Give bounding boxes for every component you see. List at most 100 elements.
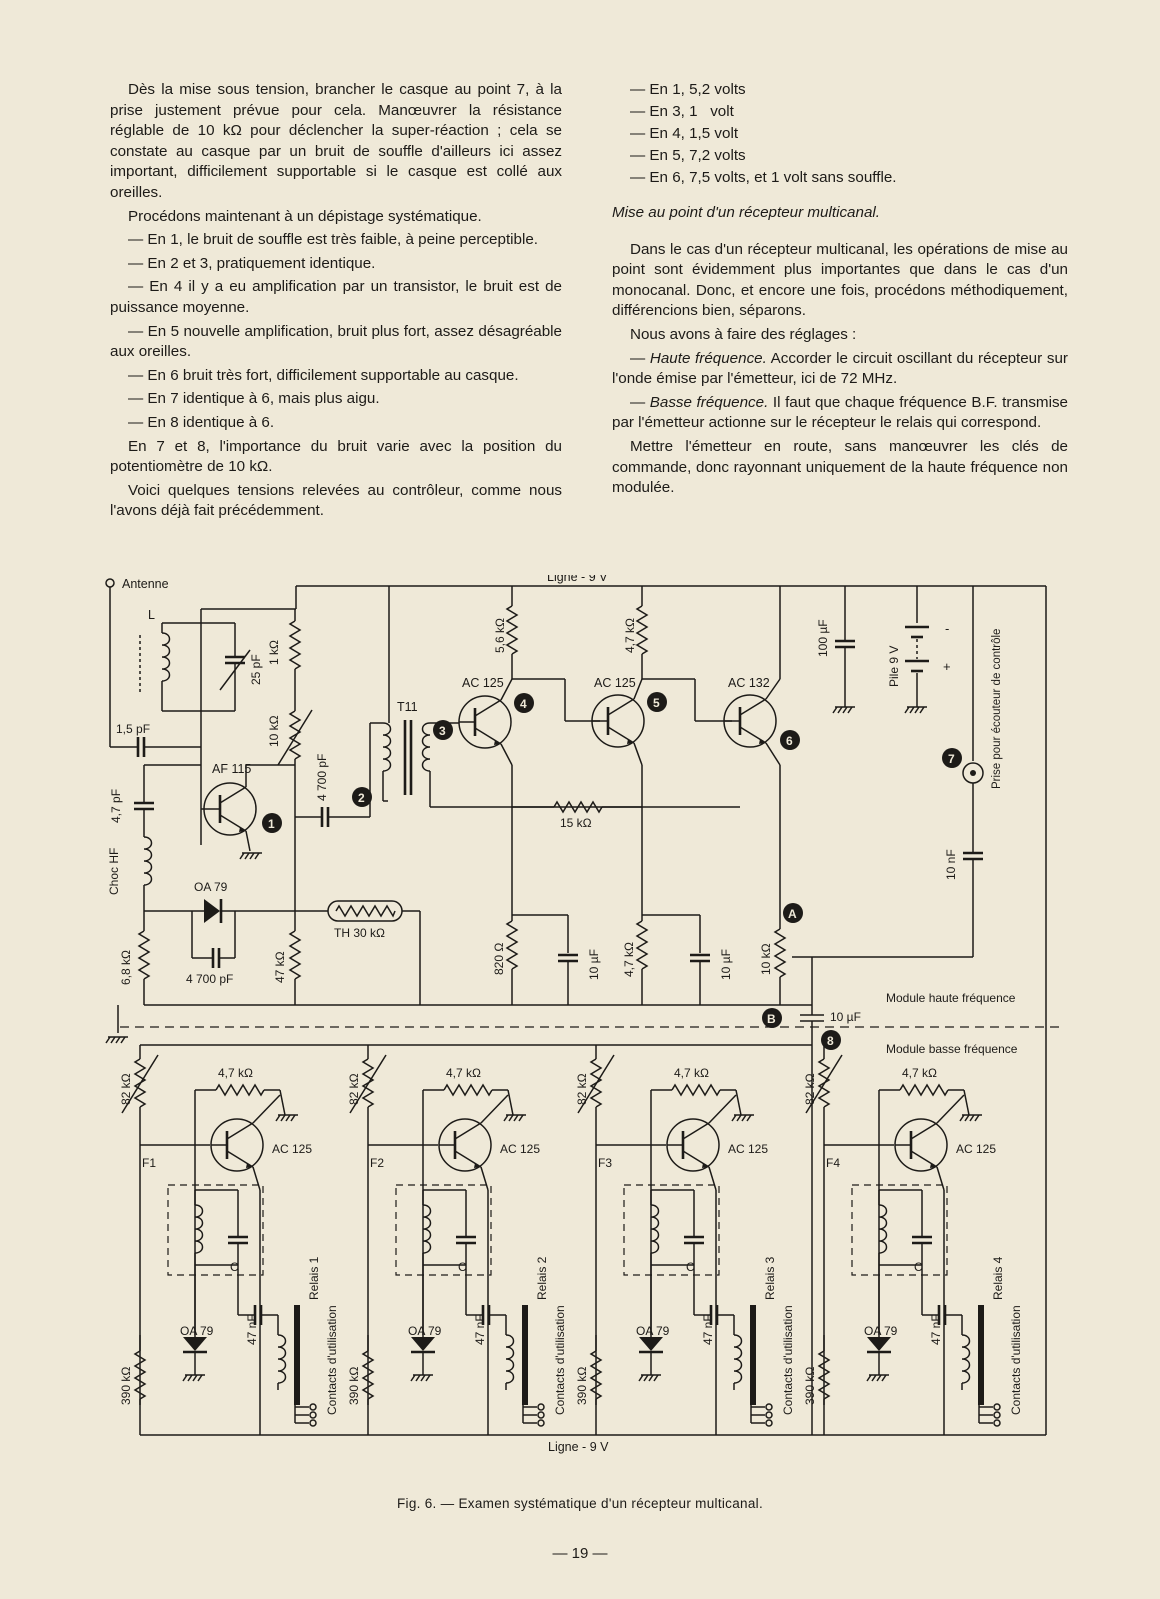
- svg-text:4 700 pF: 4 700 pF: [315, 754, 329, 801]
- relay-label: Relais 1: [307, 1256, 321, 1300]
- diode-label: OA 79: [180, 1324, 214, 1338]
- test-point-b: [762, 1008, 782, 1028]
- svg-text:7: 7: [948, 752, 955, 766]
- svg-text:Module basse fréquence: Module basse fréquence: [886, 1042, 1018, 1056]
- figure-caption: Fig. 6. — Examen systématique d'un récep…: [396, 1496, 764, 1511]
- cap47-label: 47 nF: [701, 1314, 715, 1345]
- test-point-5: [647, 692, 667, 712]
- test-point-2: [352, 787, 372, 807]
- cap47-label: 47 nF: [245, 1314, 259, 1345]
- test-point-1: [262, 813, 282, 833]
- svg-text:AC 125: AC 125: [462, 676, 504, 690]
- svg-text:10 µF: 10 µF: [719, 949, 733, 980]
- antenna-label: Antenne: [122, 577, 169, 591]
- svg-text:4,7 pF: 4,7 pF: [109, 789, 123, 823]
- antenna-icon: [105, 578, 115, 588]
- transistor-label: AC 125: [272, 1142, 312, 1156]
- test-point-a: [783, 903, 803, 923]
- res-label: 4,7 kΩ: [446, 1066, 481, 1080]
- transistor-ac125: [437, 1117, 493, 1173]
- svg-text:TH 30 kΩ: TH 30 kΩ: [334, 926, 385, 940]
- relay-label: Relais 2: [535, 1256, 549, 1300]
- svg-text:A: A: [788, 907, 797, 921]
- res-label: 4,7 kΩ: [218, 1066, 253, 1080]
- relay-label: Relais 4: [991, 1256, 1005, 1300]
- contacts-label: Contacts d'utilisation: [553, 1305, 567, 1415]
- svg-text:47 kΩ: 47 kΩ: [273, 951, 287, 983]
- svg-text:4,7 kΩ: 4,7 kΩ: [622, 942, 636, 977]
- paragraph: Procédons maintenant à un dépistage syst…: [128, 207, 482, 225]
- svg-text:3: 3: [439, 724, 446, 738]
- res390-label: 390 kΩ: [575, 1367, 589, 1405]
- page-number: — 19 —: [552, 1545, 608, 1562]
- paragraph: Nous avons à faire des réglages :: [630, 325, 857, 343]
- paragraph: — Basse fréquence. Il faut que chaque fr…: [612, 393, 1068, 432]
- relay-label: Relais 3: [763, 1256, 777, 1300]
- res390-label: 390 kΩ: [347, 1367, 361, 1405]
- svg-text:4: 4: [520, 697, 527, 711]
- test-point-8: [821, 1030, 841, 1050]
- contacts-label: Contacts d'utilisation: [781, 1305, 795, 1415]
- svg-text:+: +: [943, 659, 951, 674]
- paragraph: — En 5 nouvelle amplification, bruit plu…: [110, 322, 562, 361]
- svg-text:OA 79: OA 79: [194, 880, 228, 894]
- paragraph: — En 7 identique à 6, mais plus aigu.: [128, 390, 380, 408]
- channel-freq-label: F1: [142, 1156, 156, 1170]
- res-label: 4,7 kΩ: [674, 1066, 709, 1080]
- svg-text:AC 132: AC 132: [728, 676, 770, 690]
- test-point-4: [514, 693, 534, 713]
- transistor-af115: [202, 781, 258, 837]
- pot-label: 82 kΩ: [575, 1073, 589, 1105]
- paragraph: — En 2 et 3, pratiquement identique.: [128, 254, 376, 272]
- svg-text:8: 8: [827, 1034, 834, 1048]
- diode-label: OA 79: [408, 1324, 442, 1338]
- voltage-reading: — En 6, 7,5 volts, et 1 volt sans souffl…: [630, 169, 897, 187]
- left-column: Dès la mise sous tension, brancher le ca…: [110, 80, 562, 525]
- cap-label: C: [458, 1260, 467, 1274]
- channel-freq-label: F4: [826, 1156, 840, 1170]
- svg-text:6,8 kΩ: 6,8 kΩ: [119, 950, 133, 985]
- test-point-7: [942, 748, 962, 768]
- line-top-label: Ligne - 9 V: [547, 575, 608, 584]
- cap-label: C: [686, 1260, 695, 1274]
- voltage-reading: — En 1, 5,2 volts: [630, 81, 746, 98]
- voltage-reading: — En 3, 1 volt: [630, 103, 734, 121]
- svg-text:B: B: [767, 1012, 776, 1026]
- paragraph: En 7 et 8, l'importance du bruit varie a…: [110, 437, 562, 476]
- svg-text:10 µF: 10 µF: [830, 1010, 861, 1024]
- voltage-reading: — En 4, 1,5 volt: [630, 125, 739, 143]
- svg-text:AC 125: AC 125: [594, 676, 636, 690]
- paragraph: Dès la mise sous tension, brancher le ca…: [110, 81, 562, 201]
- contacts-label: Contacts d'utilisation: [1009, 1305, 1023, 1415]
- transistor-ac125: [665, 1117, 721, 1173]
- paragraph: Voici quelques tensions relevées au cont…: [110, 481, 562, 520]
- pot-label: 82 kΩ: [347, 1073, 361, 1105]
- paragraph: — Haute fréquence. Accorder le circuit o…: [612, 349, 1068, 388]
- svg-text:Module haute fréquence: Module haute fréquence: [886, 991, 1016, 1005]
- transistor-label: AC 125: [728, 1142, 768, 1156]
- test-point-6: [780, 730, 800, 750]
- right-column: — En 1, 5,2 volts — En 3, 1 volt — En 4,…: [612, 80, 1068, 502]
- contacts-label: Contacts d'utilisation: [325, 1305, 339, 1415]
- svg-text:Choc HF: Choc HF: [107, 848, 121, 895]
- svg-text:Prise pour écouteur de contrôl: Prise pour écouteur de contrôle: [991, 629, 1003, 789]
- paragraph: — En 4 il y a eu amplification par un tr…: [110, 278, 562, 316]
- cap-label: C: [914, 1260, 923, 1274]
- svg-text:L: L: [148, 608, 155, 622]
- section-title: Mise au point d'un récepteur multicanal.: [612, 203, 880, 221]
- diode-label: OA 79: [864, 1324, 898, 1338]
- svg-text:5: 5: [653, 696, 660, 710]
- test-point-3: [433, 720, 453, 740]
- svg-text:25 pF: 25 pF: [249, 654, 263, 685]
- paragraph: Mettre l'émetteur en route, sans manœuvr…: [612, 437, 1068, 497]
- res-label: 4,7 kΩ: [902, 1066, 937, 1080]
- pot-label: 82 kΩ: [119, 1073, 133, 1105]
- svg-text:10 µF: 10 µF: [587, 949, 601, 980]
- svg-text:6: 6: [786, 734, 793, 748]
- paragraph: — En 1, le bruit de souffle est très fai…: [128, 231, 539, 249]
- svg-text:10 nF: 10 nF: [944, 849, 958, 880]
- svg-text:2: 2: [358, 791, 365, 805]
